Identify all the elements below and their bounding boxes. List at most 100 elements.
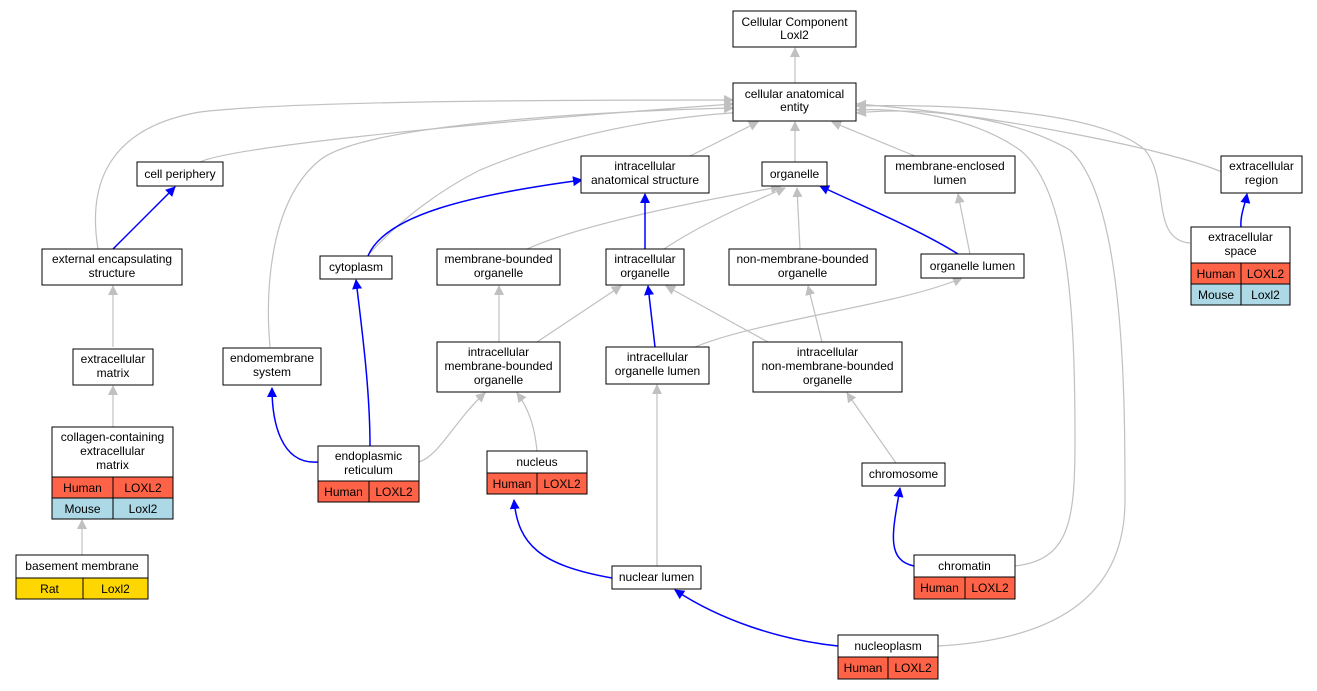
node-extracellular-space[interactable]: extracellular space Human LOXL2 Mouse Lo…: [1190, 226, 1291, 306]
node-label: extracellular: [1229, 159, 1294, 173]
edge-er-endomembrane: [267, 387, 319, 463]
node-intracellular-anatomical-structure[interactable]: intracellular anatomical structure: [580, 155, 710, 194]
gene-label: Loxl2: [101, 582, 130, 596]
node-label: region: [1245, 173, 1278, 187]
edge-mel-cae: [831, 120, 916, 157]
node-cellular-component-root[interactable]: Cellular Component Loxl2: [732, 10, 857, 48]
edge-cytoplasm-cae: [369, 107, 746, 254]
node-cellular-anatomical-entity[interactable]: cellular anatomical entity: [732, 82, 857, 122]
node-label: organelle: [778, 266, 828, 280]
node-nuclear-lumen[interactable]: nuclear lumen: [611, 565, 702, 590]
node-intracellular-membrane-bounded-organelle[interactable]: intracellular membrane-bounded organelle: [436, 341, 561, 393]
edge-extspace-cae: [856, 100, 1191, 244]
node-label: organelle: [474, 266, 524, 280]
node-endoplasmic-reticulum[interactable]: endoplasmic reticulum Human LOXL2: [317, 445, 420, 503]
node-non-membrane-bounded-organelle[interactable]: non-membrane-bounded organelle: [728, 248, 877, 286]
node-organelle-lumen[interactable]: organelle lumen: [920, 253, 1025, 279]
edge-ees-cae: [94, 95, 734, 250]
node-cytoplasm[interactable]: cytoplasm: [319, 255, 393, 280]
node-intracellular-organelle-lumen[interactable]: intracellular organelle lumen: [605, 346, 710, 385]
node-endomembrane-system[interactable]: endomembrane system: [222, 347, 322, 386]
annotation-row-mouse: Mouse Loxl2: [1190, 283, 1291, 306]
node-label: basement membrane: [25, 559, 139, 573]
species-label: Human: [844, 661, 883, 675]
node-label: nucleus: [516, 455, 557, 469]
node-label: chromatin: [938, 559, 991, 573]
gene-label: LOXL2: [1247, 267, 1285, 281]
node-nucleus[interactable]: nucleus Human LOXL2: [486, 450, 588, 495]
node-label: Cellular Component: [741, 15, 848, 29]
edge-er-imbo: [418, 392, 486, 463]
species-label: Human: [1197, 267, 1236, 281]
node-label: extracellular: [80, 444, 145, 458]
species-label: Mouse: [1198, 288, 1234, 302]
node-label: Loxl2: [780, 28, 809, 42]
node-label: organelle: [620, 266, 670, 280]
node-external-encapsulating-structure[interactable]: external encapsulating structure: [41, 248, 183, 286]
node-membrane-enclosed-lumen[interactable]: membrane-enclosed lumen: [884, 155, 1016, 194]
node-label: structure: [89, 266, 136, 280]
node-label: organelle lumen: [930, 259, 1015, 273]
annotation-row-human: Human LOXL2: [1190, 262, 1291, 285]
annotation-row-human: Human LOXL2: [486, 472, 588, 495]
node-label: intracellular: [614, 252, 675, 266]
node-label: matrix: [96, 458, 129, 472]
edge-chromosome-inmbo: [846, 392, 897, 464]
edge-nucleus-imbo: [516, 392, 538, 452]
node-label: nuclear lumen: [619, 570, 694, 584]
edge-endomembrane-cae: [267, 103, 734, 348]
edge-extspace-extregion: [1240, 193, 1251, 228]
node-membrane-bounded-organelle[interactable]: membrane-bounded organelle: [436, 248, 561, 286]
annotation-row-human: Human LOXL2: [317, 480, 420, 503]
node-layer: Cellular Component Loxl2 cellular anatom…: [15, 10, 1303, 680]
edge-layer: [77, 47, 1251, 647]
node-nucleoplasm[interactable]: nucleoplasm Human LOXL2: [837, 634, 939, 680]
node-organelle[interactable]: organelle: [761, 161, 828, 187]
edge-inmbo-nmbo: [805, 285, 823, 343]
node-label: membrane-bounded: [444, 359, 552, 373]
edge-chromatin-chromosome: [892, 487, 915, 567]
node-label: lumen: [934, 173, 967, 187]
node-label: chromosome: [869, 467, 939, 481]
gene-label: LOXL2: [124, 481, 162, 495]
annotation-row-mouse: Mouse Loxl2: [51, 497, 174, 520]
node-label: cell periphery: [144, 167, 215, 181]
annotation-row-rat: Rat Loxl2: [15, 577, 149, 600]
node-label: matrix: [97, 366, 130, 380]
node-label: space: [1224, 244, 1256, 258]
node-extracellular-matrix[interactable]: extracellular matrix: [72, 348, 154, 386]
edge-orglumen-organelle: [819, 185, 959, 255]
node-chromosome[interactable]: chromosome: [861, 462, 946, 487]
node-collagen-containing-extracellular-matrix[interactable]: collagen-containing extracellular matrix…: [51, 426, 174, 520]
node-label: system: [253, 365, 291, 379]
node-label: intracellular: [614, 159, 675, 173]
node-cell-periphery[interactable]: cell periphery: [136, 161, 224, 187]
node-label: non-membrane-bounded: [736, 252, 868, 266]
node-label: external encapsulating: [52, 252, 172, 266]
node-label: organelle: [803, 373, 853, 387]
edge-nucleoplasm-nuclearlumen: [674, 589, 839, 647]
node-label: endomembrane: [230, 351, 314, 365]
edge-chromatin-cae: [856, 104, 1076, 567]
node-label: cytoplasm: [329, 260, 383, 274]
gene-label: Loxl2: [1251, 288, 1280, 302]
node-chromatin[interactable]: chromatin Human LOXL2: [913, 554, 1016, 600]
node-label: nucleoplasm: [854, 639, 921, 653]
node-label: collagen-containing: [61, 430, 164, 444]
edge-er-cytoplasm: [352, 279, 371, 447]
node-intracellular-non-membrane-bounded-organelle[interactable]: intracellular non-membrane-bounded organ…: [752, 341, 903, 393]
node-basement-membrane[interactable]: basement membrane Rat Loxl2: [15, 554, 149, 600]
node-label: reticulum: [344, 463, 393, 477]
node-label: membrane-enclosed: [895, 159, 1004, 173]
node-extracellular-region[interactable]: extracellular region: [1220, 155, 1303, 194]
species-label: Human: [920, 581, 959, 595]
node-intracellular-organelle[interactable]: intracellular organelle: [605, 248, 685, 286]
edge-extregion-cae: [856, 99, 1223, 173]
species-label: Human: [493, 477, 532, 491]
species-label: Human: [324, 485, 363, 499]
edge-cytoplasm-ias: [367, 176, 583, 257]
edge-ees-cellperiphery: [112, 186, 176, 250]
species-label: Mouse: [64, 502, 100, 516]
edge-nucleoplasm-cae: [856, 106, 1126, 647]
